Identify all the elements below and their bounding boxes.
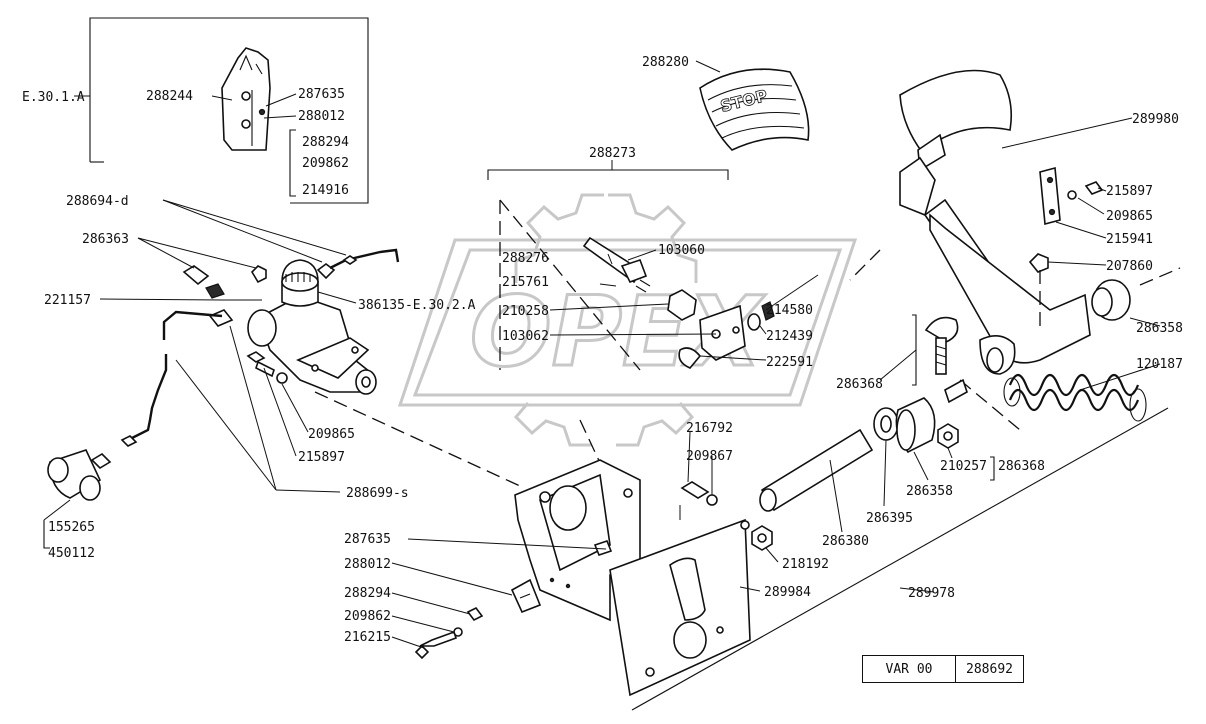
label-212439: 212439	[766, 329, 813, 344]
label-286363: 286363	[82, 232, 129, 247]
upper-brake-pipe	[329, 248, 400, 270]
master-cylinder	[247, 259, 377, 395]
label-218192: 218192	[782, 557, 829, 572]
slave-cylinder	[43, 435, 138, 549]
label-e301a: E.30.1.A	[22, 90, 85, 105]
label-286368-left: 286368	[836, 377, 883, 392]
label-103062: 103062	[502, 329, 549, 344]
pedal-bracket	[407, 459, 761, 697]
label-209865-right: 209865	[1106, 209, 1153, 224]
left-bolts	[246, 351, 309, 457]
label-222591: 222591	[766, 355, 813, 370]
label-286358-top: 286358	[1136, 321, 1183, 336]
inset-bracket	[74, 17, 369, 204]
frame-outline	[631, 407, 1169, 711]
inset-switch	[211, 47, 297, 151]
label-287635-inset: 287635	[298, 87, 345, 102]
label-215761: 215761	[502, 275, 549, 290]
label-207860: 207860	[1106, 259, 1153, 274]
label-288244: 288244	[146, 89, 193, 104]
label-288276: 288276	[502, 251, 549, 266]
label-210258: 210258	[502, 304, 549, 319]
label-288012-bottom: 288012	[344, 557, 391, 572]
label-386135: 386135-E.30.2.A	[358, 298, 476, 313]
label-214580: 214580	[766, 303, 813, 318]
label-209867: 209867	[686, 449, 733, 464]
label-120187: 120187	[1136, 357, 1183, 372]
nut-210257	[937, 423, 995, 481]
variant-table: VAR 00 288692	[862, 655, 1024, 683]
variant-number: 288692	[966, 661, 1013, 677]
label-221157: 221157	[44, 293, 91, 308]
label-450112: 450112	[48, 546, 95, 561]
label-209862-bottom: 209862	[344, 609, 391, 624]
label-289978: 289978	[908, 586, 955, 601]
label-216215: 216215	[344, 630, 391, 645]
return-spring	[1003, 363, 1161, 422]
label-287635-bottom: 287635	[344, 532, 391, 547]
right-plate	[1028, 166, 1107, 330]
label-288012-inset: 288012	[298, 109, 345, 124]
label-214916: 214916	[302, 183, 349, 198]
label-286380: 286380	[822, 534, 869, 549]
label-215941: 215941	[1106, 232, 1153, 247]
pedal-shaft	[759, 397, 936, 533]
label-288280: 288280	[642, 55, 689, 70]
label-209865-left: 209865	[308, 427, 355, 442]
bushing-top	[1091, 267, 1181, 327]
stop-pedal-pad: STOP	[695, 60, 810, 151]
label-288273: 288273	[589, 146, 636, 161]
label-103060: 103060	[658, 243, 705, 258]
label-215897-right: 215897	[1106, 184, 1153, 199]
label-289984: 289984	[764, 585, 811, 600]
lower-brake-pipe	[131, 310, 341, 493]
pivot-bolt	[879, 314, 1016, 404]
label-288294-inset: 288294	[302, 135, 349, 150]
label-209862-inset: 209862	[302, 156, 349, 171]
label-286368-right: 286368	[998, 459, 1045, 474]
part-labels: E.30.1.A 288244 287635 288012 288294 209…	[22, 55, 1183, 645]
label-215897-left: 215897	[298, 450, 345, 465]
stop-switch	[391, 562, 571, 660]
label-216792: 216792	[686, 421, 733, 436]
watermark: OPEX	[397, 193, 858, 447]
label-288699-s: 288699-s	[346, 486, 409, 501]
label-286358-bottom: 286358	[906, 484, 953, 499]
label-155265: 155265	[48, 520, 95, 535]
brake-pedal-arm	[899, 69, 1133, 364]
bracket-bolts	[680, 431, 718, 506]
label-288294-bottom: 288294	[344, 586, 391, 601]
linkage-assembly	[487, 160, 819, 369]
variant-label: VAR 00	[863, 656, 956, 682]
nut-218192	[751, 525, 779, 563]
label-289980: 289980	[1132, 112, 1179, 127]
label-288694-d: 288694-d	[66, 194, 129, 209]
label-210257: 210257	[940, 459, 987, 474]
label-286395: 286395	[866, 511, 913, 526]
